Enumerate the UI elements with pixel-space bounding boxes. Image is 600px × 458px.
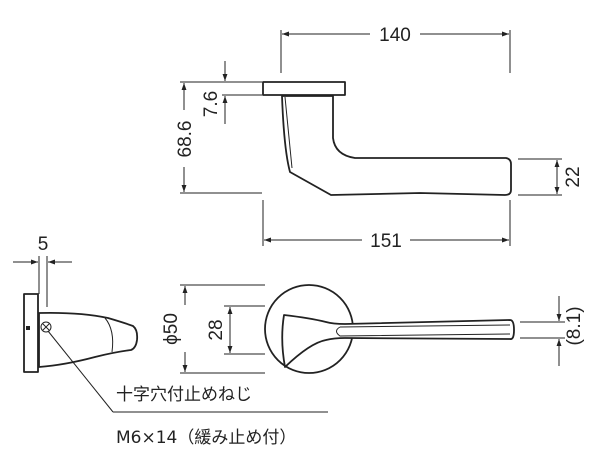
- dim-68-6-label: 68.6: [175, 121, 196, 158]
- dim-8-1-label: (8.1): [564, 306, 585, 345]
- end-plate: [23, 293, 39, 373]
- dimension-5: 5: [13, 234, 72, 307]
- end-view: [23, 293, 139, 373]
- end-body: [38, 311, 139, 368]
- dim-140-label: 140: [379, 25, 411, 46]
- dimension-28: 28: [206, 305, 265, 355]
- dim-5-label: 5: [38, 234, 49, 255]
- dim-28-label: 28: [206, 319, 227, 340]
- dimension-68-6: 68.6: [175, 81, 262, 194]
- dimension-140: 140: [280, 25, 511, 73]
- plan-view: [264, 284, 515, 374]
- lever-body: [281, 95, 512, 196]
- dim-22-label: 22: [563, 166, 584, 187]
- dimension-151: 151: [262, 200, 511, 252]
- rosette-plate: [262, 81, 346, 96]
- screw-callout: 十字穴付止めねじ M6×14（緩み止め付）: [47, 330, 328, 448]
- dimension-8-1: (8.1): [520, 296, 585, 366]
- dim-50-label: ϕ50: [161, 313, 182, 345]
- dim-151-label: 151: [370, 231, 402, 252]
- dimension-22: 22: [518, 158, 584, 196]
- screw-spec-label: M6×14（緩み止め付）: [116, 428, 296, 448]
- elevation-view: [262, 81, 512, 196]
- dimension-7-6: 7.6: [201, 61, 262, 124]
- lever-plan: [281, 314, 515, 368]
- screw-name-label: 十字穴付止めねじ: [116, 385, 252, 405]
- screw-icon: [40, 321, 52, 333]
- dimension-50: ϕ50: [161, 284, 265, 374]
- dim-7-6-label: 7.6: [201, 91, 222, 117]
